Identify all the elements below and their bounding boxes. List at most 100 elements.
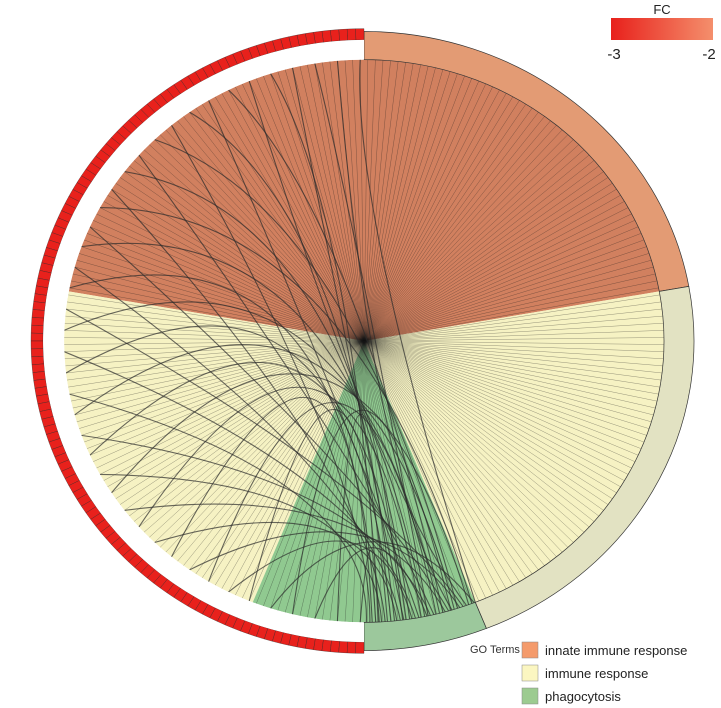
gene-arc-layer [30, 28, 365, 654]
ribbon-cross-link [64, 301, 441, 614]
gene-segment [321, 30, 332, 43]
legend-label-immune-response: immune response [545, 666, 648, 681]
fc-max-label: -2 [702, 46, 715, 63]
gene-segment [180, 75, 195, 90]
gene-segment [194, 600, 209, 615]
gene-segment [95, 149, 111, 163]
gene-segment [48, 232, 64, 244]
legend-swatch-phagocytosis [521, 687, 539, 705]
gene-segment [217, 56, 231, 71]
gene-segment [111, 131, 127, 146]
fc-gradient-bar [611, 18, 713, 40]
ribbon-cross-link [228, 540, 413, 619]
gene-segment [248, 623, 261, 637]
legend-swatch-immune-response [521, 664, 539, 682]
gene-segment [30, 325, 44, 334]
gene-segment [264, 628, 276, 642]
gene-segment [31, 309, 45, 319]
gene-segment [305, 637, 316, 650]
gene-segment [321, 639, 332, 652]
legend-title: GO Terms [470, 644, 520, 656]
ribbon-cross-link [208, 100, 420, 618]
ribbon-cross-link [359, 549, 379, 623]
ribbon-cross-link [64, 351, 416, 619]
gene-segment [146, 98, 162, 113]
gene-segment [95, 519, 111, 533]
ribbon-cross-link [138, 386, 422, 618]
ribbon-cross-link [124, 503, 446, 613]
gene-segment [166, 84, 181, 99]
ribbon-cross-link [65, 308, 464, 607]
gene-segment [46, 430, 61, 443]
ribbon-cross-link [69, 274, 377, 623]
ribbon-cross-link [336, 60, 453, 611]
gene-segment [153, 574, 168, 589]
gene-segment [159, 578, 175, 593]
gene-segment [140, 103, 156, 118]
ribbon-cross-link [291, 409, 452, 615]
ribbon-cross-link [111, 188, 386, 622]
gene-segment [217, 611, 231, 626]
gene-segment [85, 162, 101, 176]
ribbon-cross-link [171, 124, 371, 623]
gene-segment [146, 569, 162, 584]
gene-segment [39, 408, 54, 420]
gene-segment [122, 548, 138, 563]
gene-segment [76, 493, 92, 507]
gene-segment [100, 525, 116, 539]
ribbon-cross-link [189, 111, 396, 621]
gene-segment [90, 512, 106, 527]
gene-segment [232, 50, 246, 65]
gene-segment [305, 32, 316, 45]
gene-segment [194, 67, 209, 82]
gene-segment [64, 473, 80, 486]
gene-segment [46, 239, 61, 252]
gene-segment [330, 29, 340, 42]
ribbon-cross-link [171, 397, 373, 623]
gene-segment [264, 40, 276, 54]
ribbon-cross-link [270, 541, 475, 609]
gene-segment [37, 401, 52, 412]
gene-segment [39, 262, 54, 274]
gene-segment [272, 630, 284, 644]
gene-segment [31, 363, 45, 373]
ribbon-cross-link [248, 408, 389, 622]
ribbon-cross-link [189, 531, 461, 608]
gene-segment [159, 89, 175, 104]
gene-segment [280, 632, 292, 646]
gene-segment [100, 143, 116, 157]
gene-segment [41, 416, 56, 428]
gene-segment [256, 42, 269, 57]
term-wedge-innate-immune-response [364, 59, 660, 341]
gene-segment [288, 634, 300, 648]
legend-label-phagocytosis: phagocytosis [545, 689, 621, 704]
gene-segment [338, 641, 348, 654]
gene-segment [90, 155, 106, 170]
gene-segment [85, 506, 101, 520]
ribbon-cross-link [69, 393, 367, 623]
gene-segment [128, 114, 144, 129]
gene-segment [76, 175, 92, 189]
gene-segment [37, 270, 52, 281]
gene-segment [240, 47, 253, 62]
gene-segment [288, 34, 300, 48]
legend-item-phagocytosis: phagocytosis [521, 687, 621, 705]
legend-item-immune-response: immune response [521, 664, 648, 682]
gene-segment [134, 559, 150, 573]
ribbon-cross-link [208, 402, 437, 615]
gene-segment [224, 614, 238, 629]
fc-min-label: -3 [607, 46, 620, 63]
gene-segment [34, 285, 49, 296]
gene-segment [313, 30, 324, 44]
gene-segment [296, 635, 308, 649]
ribbon-cross-link [124, 171, 411, 620]
gene-segment [280, 36, 292, 50]
gene-segment [209, 607, 223, 622]
gene-segment [140, 564, 156, 579]
ribbon-cross-link [228, 89, 444, 613]
gene-segment [51, 445, 67, 458]
gene-segment [105, 137, 121, 151]
gene-segment [166, 583, 181, 598]
gene-segment [256, 625, 269, 640]
